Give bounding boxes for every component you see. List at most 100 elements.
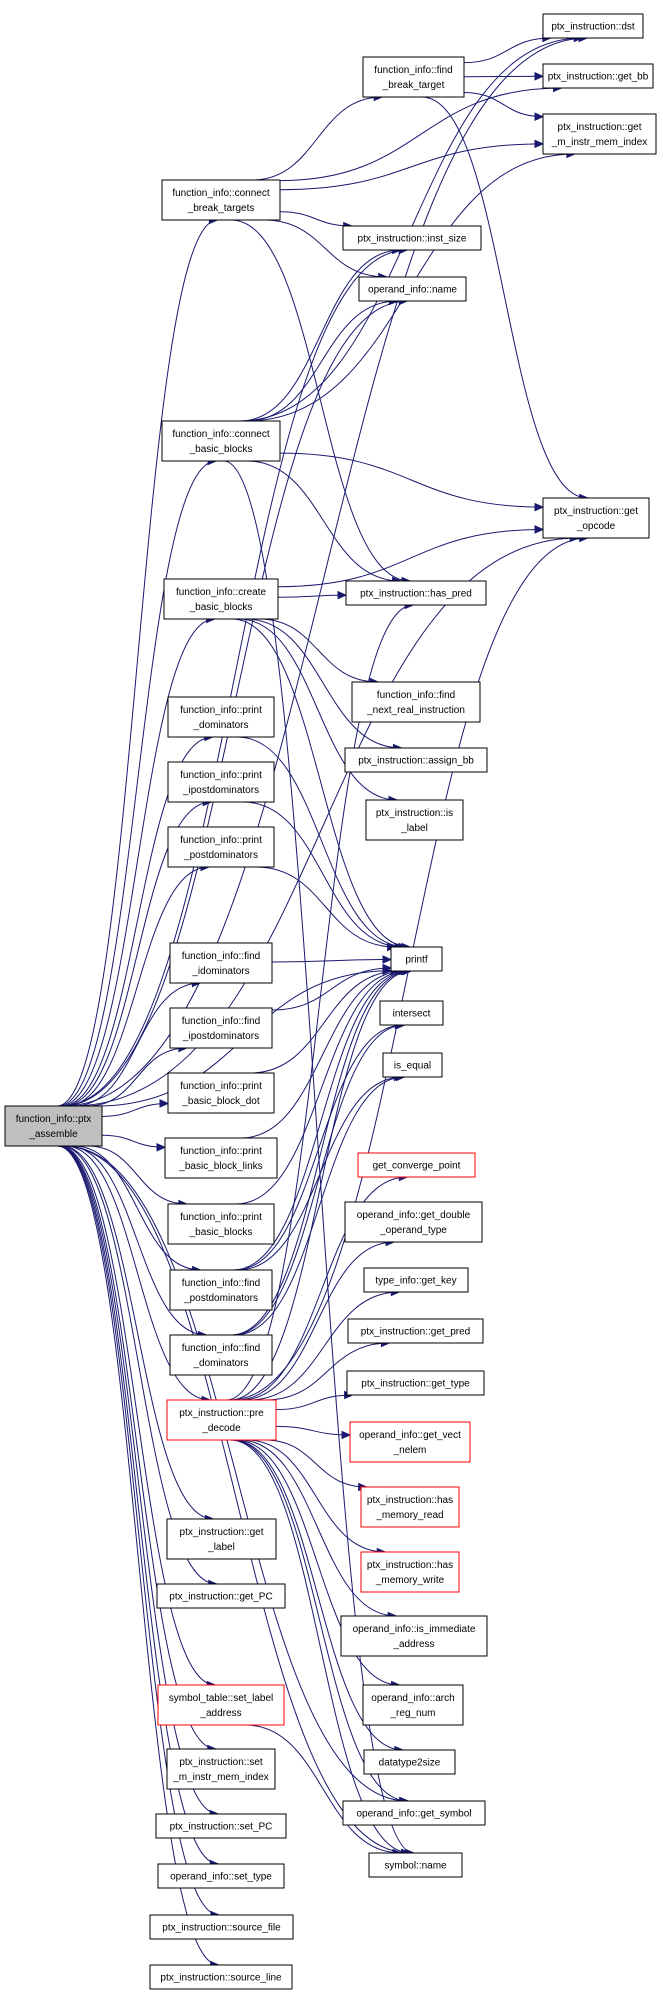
edge-root-to-connect_break_targets [57,219,218,1107]
node-box [351,681,481,723]
edge-connect_basic_blocks-to-operand_name [246,300,398,422]
node-print-dominators[interactable]: function_info::print_dominators [167,696,275,738]
node-get-converge-point[interactable]: get_converge_point [357,1152,476,1178]
node-label-line: ptx_instruction::set [179,1757,263,1768]
node-label-line: _basic_blocks [189,602,253,613]
node-has-pred[interactable]: ptx_instruction::has_pred [345,580,487,606]
node-get-vect-nelem[interactable]: operand_info::get_vect_nelem [349,1421,471,1463]
node-label-line: function_info::print [180,1081,262,1092]
node-is-immediate-address[interactable]: operand_info::is_immediate_address [340,1615,488,1657]
node-set-type[interactable]: operand_info::set_type [157,1863,285,1889]
node-get-key[interactable]: type_info::get_key [363,1267,469,1293]
node-get-label[interactable]: ptx_instruction::get_label [166,1518,277,1560]
node-label-line: function_info::find [182,951,260,962]
node-pre-decode[interactable]: ptx_instruction::pre_decode [166,1399,277,1441]
node-root[interactable]: function_info::ptx_assemble [4,1105,103,1147]
node-label-line: datatype2size [379,1758,441,1769]
node-get-opcode[interactable]: ptx_instruction::get_opcode [542,497,650,539]
node-source-line[interactable]: ptx_instruction::source_line [149,1964,293,1990]
node-label-line: function_info::create [176,587,266,598]
node-print-basic-block-dot[interactable]: function_info::print_basic_block_dot [167,1072,275,1114]
node-print-ipostdominators[interactable]: function_info::print_ipostdominators [167,761,275,803]
edge-find_dominators-to-is_equal [234,1076,405,1336]
node-label-line: _basic_block_links [178,1161,262,1172]
node-label-line: _nelem [393,1445,427,1456]
edge-pre_decode-to-get_symbol [231,1439,409,1802]
edge-find_dominators-to-printf [230,970,411,1336]
node-datatype2size[interactable]: datatype2size [363,1749,456,1775]
node-label-line: is_equal [394,1061,431,1072]
edge-set_label_address-to-symbol_name [245,1724,401,1854]
node-label-line: _break_target [382,80,445,91]
edge-root-to-find_idominators [74,982,201,1107]
edge-root-to-find_dominators [68,1145,207,1336]
node-box [161,420,281,462]
node-label-line: get_converge_point [373,1161,461,1172]
node-source-file[interactable]: ptx_instruction::source_file [149,1914,294,1940]
node-box [390,946,443,972]
node-get-pred[interactable]: ptx_instruction::get_pred [347,1318,484,1344]
node-arch-reg-num[interactable]: operand_info::arch_reg_num [362,1684,464,1726]
node-assign-bb[interactable]: ptx_instruction::assign_bb [344,747,488,773]
node-find-ipostdominators[interactable]: function_info::find_ipostdominators [169,1007,273,1049]
node-box [342,225,482,251]
node-print-basic-blocks[interactable]: function_info::print_basic_blocks [167,1203,275,1245]
node-is-label[interactable]: ptx_instruction::is_label [365,799,464,841]
node-get-type[interactable]: ptx_instruction::get_type [346,1370,485,1396]
edge-root-to-print_postdominators [65,866,209,1107]
node-label-line: operand_info::is_immediate [353,1624,476,1635]
node-find-dominators[interactable]: function_info::find_dominators [169,1334,273,1376]
node-set-PC[interactable]: ptx_instruction::set_PC [155,1813,287,1839]
edge-root-to-get_symbol [63,1145,408,1802]
node-get-m-instr-mem-index[interactable]: ptx_instruction::get_m_instr_mem_index [542,113,657,155]
node-symbol-name[interactable]: symbol::name [368,1852,463,1878]
node-box [4,1105,103,1147]
edge-connect_break_targets-to-operand_name [264,219,387,278]
edge-create_basic_blocks-to-printf [231,618,410,948]
node-dst[interactable]: ptx_instruction::dst [542,13,644,39]
edge-print_basic_block_dot-to-printf [250,970,399,1074]
node-box [155,1813,287,1839]
node-get-double-operand-type[interactable]: operand_info::get_double_operand_type [344,1201,483,1243]
node-label-line: _label [400,823,428,834]
node-set-label-address[interactable]: symbol_table::set_label_address [157,1684,285,1726]
node-box [379,1000,444,1026]
node-box [349,1421,471,1463]
node-get-symbol[interactable]: operand_info::get_symbol [342,1800,486,1826]
edge-root-to-get_PC [60,1145,217,1585]
edge-arrowhead-find_break_target-to-get_m_instr_mem_index [534,112,545,121]
node-set-m-instr-mem-index[interactable]: ptx_instruction::set_m_instr_mem_index [166,1748,276,1790]
node-intersect[interactable]: intersect [379,1000,444,1026]
node-box [167,826,275,868]
node-box [156,1583,286,1609]
node-connect-basic-blocks[interactable]: function_info::connect_basic_blocks [161,420,281,462]
node-connect-break-targets[interactable]: function_info::connect_break_targets [161,179,281,221]
node-print-basic-block-links[interactable]: function_info::print_basic_block_links [164,1137,278,1179]
node-create-basic-blocks[interactable]: function_info::create_basic_blocks [163,578,279,620]
edge-arrowhead-root-to-print_basic_block_dot [159,1099,170,1108]
node-find-next-real-instruction[interactable]: function_info::find_next_real_instructio… [351,681,481,723]
node-find-postdominators[interactable]: function_info::find_postdominators [169,1269,273,1311]
node-printf[interactable]: printf [390,946,443,972]
edge-root-to-create_basic_blocks [59,618,215,1107]
node-box [360,1486,460,1528]
edge-pre_decode-to-get_converge_point [236,1176,408,1401]
node-inst-size[interactable]: ptx_instruction::inst_size [342,225,482,251]
node-is-equal[interactable]: is_equal [382,1052,443,1078]
node-label-line: symbol_table::set_label [169,1693,274,1704]
node-label-line: ptx_instruction::has_pred [360,589,472,600]
node-find-break-target[interactable]: function_info::find_break_target [362,56,465,98]
node-label-line: _address [199,1708,241,1719]
node-get-bb[interactable]: ptx_instruction::get_bb [542,63,654,89]
node-find-idominators[interactable]: function_info::find_idominators [169,942,273,984]
node-print-postdominators[interactable]: function_info::print_postdominators [167,826,275,868]
node-label-line: _decode [201,1423,241,1434]
node-get-PC[interactable]: ptx_instruction::get_PC [156,1583,286,1609]
node-has-memory-read[interactable]: ptx_instruction::has_memory_read [360,1486,460,1528]
edge-connect_break_targets-to-has_pred [230,219,411,582]
node-label-line: function_info::find [182,1278,260,1289]
node-operand-name[interactable]: operand_info::name [358,276,467,302]
node-has-memory-write[interactable]: ptx_instruction::has_memory_write [360,1551,460,1593]
edge-find_ipostdominators-to-printf [271,967,392,1011]
edge-connect_break_targets-to-find_break_target [252,96,383,181]
